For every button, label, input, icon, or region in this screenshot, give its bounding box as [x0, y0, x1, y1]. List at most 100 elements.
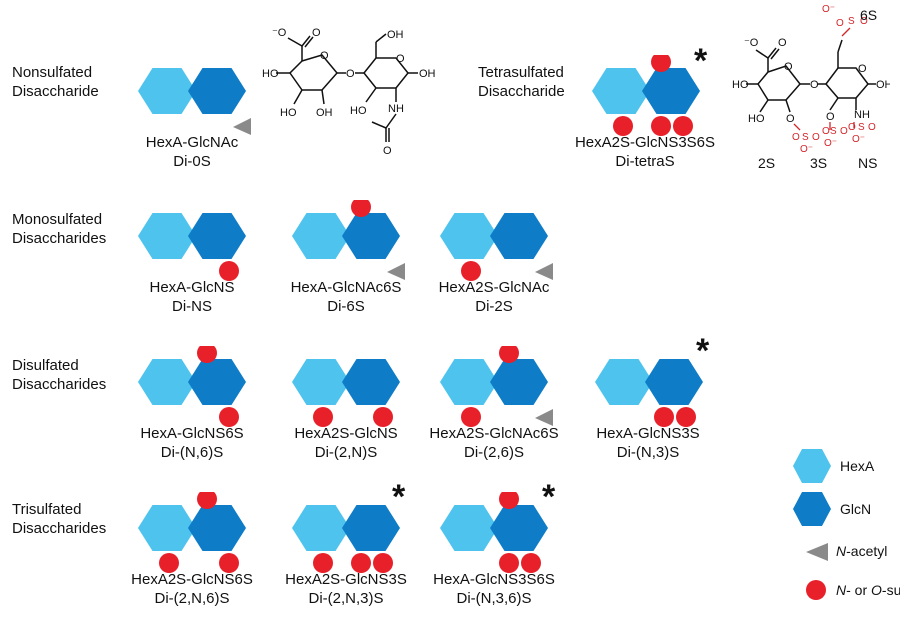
sulfo-s-label: S [858, 122, 865, 133]
caption-di-n3s: HexA-GlcNS3S Di-(N,3)S [558, 424, 738, 462]
ho-label: HO [748, 113, 765, 125]
glcn-hexagon [490, 505, 548, 551]
position-label-2s: 2S [758, 155, 775, 171]
sulfate-circle-2 [461, 261, 481, 281]
hexa-hexagon [292, 505, 350, 551]
disaccharide-name: HexA2S-GlcNAc6S [429, 425, 559, 442]
hexa-hexagon [138, 213, 196, 259]
caption-di-ns: HexA-GlcNS Di-NS [102, 278, 282, 316]
position-label-ns: NS [858, 155, 877, 171]
legend-label-hexa: HexA [840, 458, 875, 474]
asterisk-mark-di-2n3s: * [392, 478, 406, 516]
oh-label: OH [387, 29, 404, 41]
legend-sulfate-suffix: -sulfate [881, 582, 900, 598]
hexa-hexagon [440, 213, 498, 259]
sulfo-o-label: O [792, 132, 800, 143]
disaccharide-glyph-di-2n3s [292, 492, 407, 579]
chemical-structure-nonsulfated: ⁻O O O HO HO OH O OH O OH HO NH O [262, 28, 436, 157]
hexa-hexagon [138, 505, 196, 551]
glcn-hexagon [342, 213, 400, 259]
sulfo-o-label: O [836, 18, 844, 29]
n-acetyl-triangle [387, 263, 405, 280]
disaccharide-glyph-di-ns [138, 200, 253, 287]
sulfo-o-label: O [848, 122, 856, 133]
caption-di-tetras: HexA2S-GlcNS3S6S Di-tetraS [555, 133, 735, 171]
legend-label-sulfate: N- or O-sulfate [836, 581, 900, 599]
glycosidic-o-label: O [810, 79, 819, 91]
legend-sulfate-icon [806, 580, 826, 600]
glcn-hexagon [188, 68, 246, 114]
ring-substituent-o-label: O [786, 113, 795, 125]
sulfo-s-label: S [802, 132, 809, 143]
disaccharide-glyph-di-26s [440, 343, 555, 433]
hexa-hexagon [440, 505, 498, 551]
disaccharide-abbr: Di-(2,N,3)S [308, 590, 384, 607]
sulfate-circle-2 [159, 553, 179, 573]
nh-label: NH [388, 103, 404, 115]
sulfo-o-label: O⁻ [824, 138, 837, 149]
sulfate-circle-n [673, 116, 693, 136]
disaccharide-name: HexA2S-GlcNS [294, 425, 398, 442]
acetyl-o-label: O [383, 145, 392, 157]
legend-label-glcn: GlcN [840, 501, 872, 517]
glcn-hexagon [490, 359, 548, 405]
disaccharide-glyph-di-2ns [292, 346, 407, 433]
hexa-hexagon [592, 68, 650, 114]
glcn-hexagon [188, 213, 246, 259]
caption-di-2n3s: HexA2S-GlcNS3S Di-(2,N,3)S [256, 570, 436, 608]
sulfate-circle-2 [313, 553, 333, 573]
sulfate-circle-6 [651, 52, 671, 72]
caption-di-2n6s: HexA2S-GlcNS6S Di-(2,N,6)S [102, 570, 282, 608]
carboxylate-o-label: ⁻O [744, 37, 759, 49]
ring-o-label: O [396, 53, 405, 65]
disaccharide-glyph-di-tetras [592, 52, 707, 142]
row-label-tetrasulfated: Tetrasulfated Disaccharide [478, 64, 565, 100]
disaccharide-name: HexA2S-GlcNS6S [131, 571, 253, 588]
disaccharide-name: HexA-GlcNAc [145, 134, 239, 151]
glcn-hexagon [645, 359, 703, 405]
sulfo-o-label: O [812, 132, 820, 143]
legend-acetyl-suffix: -acetyl [846, 543, 888, 559]
sulfo-o-label: O [840, 126, 848, 137]
hexa-hexagon [292, 359, 350, 405]
sulfo-o-label: O⁻ [800, 144, 813, 155]
disaccharide-abbr: Di-2S [475, 298, 513, 315]
sulfate-circle-6 [197, 489, 217, 509]
disaccharide-abbr: Di-(2,N,6)S [154, 590, 230, 607]
ring-o-label: O [784, 61, 793, 73]
sulfate-circle-6 [197, 343, 217, 363]
carbonyl-o-label: O [778, 37, 787, 49]
nh-label: NH [854, 109, 870, 121]
glycosidic-o-label: O [346, 68, 355, 80]
legend-label-acetyl: N-acetyl [836, 542, 887, 560]
position-label-6s: 6S [860, 7, 877, 23]
row-label-disulfated: Disulfated Disaccharides [12, 357, 107, 393]
sulfate-circle-2 [313, 407, 333, 427]
glcn-hexagon [188, 359, 246, 405]
disaccharide-svg [440, 343, 553, 427]
chemical-structure-tetrasulfated: O⁻ S O O O S O O⁻ O S O O⁻ O S O O⁻ ⁻O O… [732, 4, 890, 171]
n-acetyl-triangle [535, 263, 553, 280]
sulfate-circle-6 [351, 197, 371, 217]
ring-o-label: O [858, 63, 867, 75]
sulfo-o-label: O [860, 16, 868, 27]
glcn-hexagon [642, 68, 700, 114]
sulfate-circle-n [373, 553, 393, 573]
ring-o-label: O [320, 50, 329, 62]
disaccharide-svg [138, 343, 246, 427]
carbonyl-o-label: O [312, 28, 321, 39]
row-label-trisulfated: Trisulfated Disaccharides [12, 501, 107, 537]
disaccharide-svg [138, 213, 246, 281]
disaccharide-glyph-di-6s [292, 197, 407, 287]
hexa-hexagon [292, 213, 350, 259]
oh-label: OH [316, 107, 333, 119]
hexa-hexagon [138, 359, 196, 405]
hexa-hexagon [440, 359, 498, 405]
sulfate-circle-3 [351, 553, 371, 573]
disaccharide-glyph-di-n36s [440, 489, 555, 579]
disaccharide-svg [592, 52, 700, 136]
sulfate-circle-n [219, 407, 239, 427]
disaccharide-svg [292, 505, 400, 573]
disaccharide-name: HexA-GlcNS6S [140, 425, 244, 442]
sulfate-circle-n [219, 553, 239, 573]
